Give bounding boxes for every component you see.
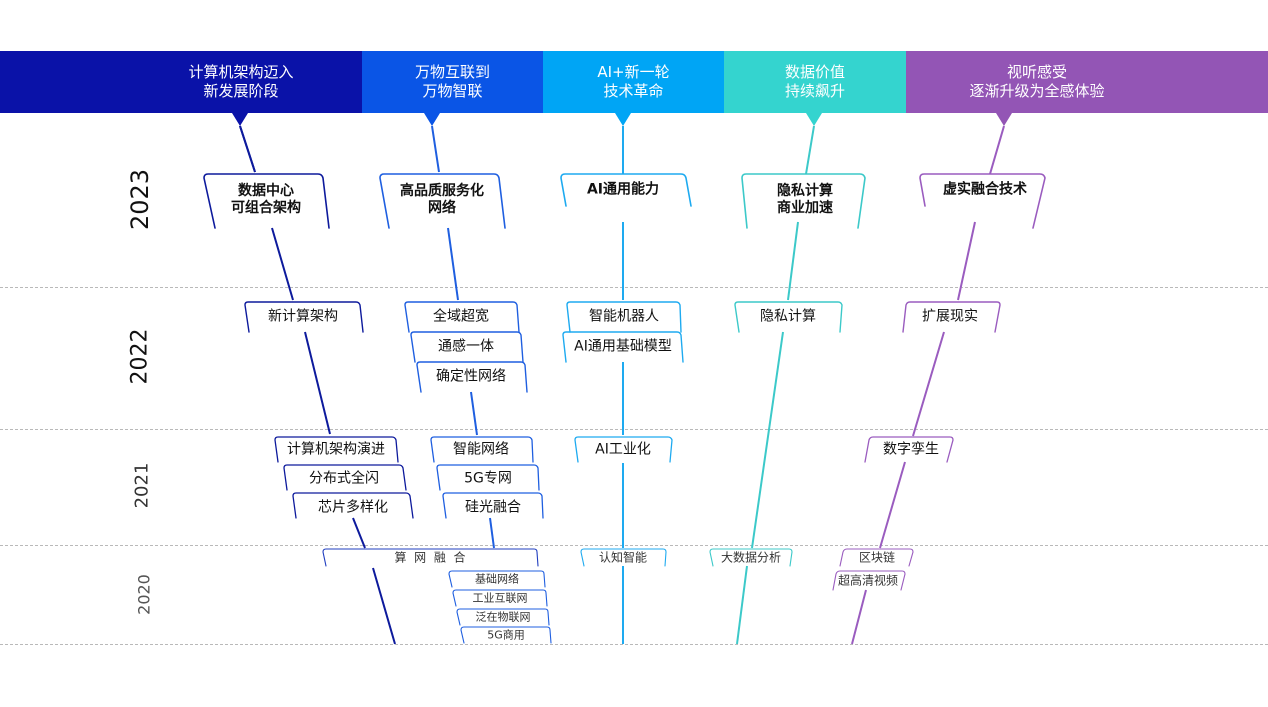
tag-2021-col-1-a: 计算机架构演进 (287, 441, 385, 458)
tag-2021-col-1-c: 芯片多样化 (318, 499, 388, 516)
header-pointer-col-5 (996, 113, 1012, 126)
tag-2023-col-5: 虚实融合技术 (943, 181, 1027, 198)
timeline-seg-col-4-a (805, 125, 815, 175)
tag-outline-2021-col-2-a (430, 436, 534, 463)
tag-outline-2021-col-1-c (292, 492, 414, 519)
timeline-seg-col-2-c (470, 391, 478, 436)
tag-outline-2023-col-4 (741, 173, 866, 229)
tag-outline-2022-col-3-b (562, 331, 684, 363)
timeline-seg-col-1-a (239, 125, 256, 173)
tag-outline-2020-col-5-a (839, 548, 914, 567)
row-separator-2021-2020 (0, 545, 1268, 546)
tag-outline-2022-col-4 (734, 301, 843, 333)
tag-outline-2021-col-3 (574, 436, 673, 463)
tag-outline-2020-col-2-c (456, 608, 550, 626)
tag-2021-col-5: 数字孪生 (883, 441, 939, 458)
tag-outline-2021-col-2-b (436, 464, 540, 491)
timeline-seg-col-2-d (489, 517, 495, 549)
timeline-seg-col-1-b (271, 227, 294, 301)
tag-2020-col-3: 认知智能 (598, 550, 648, 565)
tag-2020-col-2-d: 5G商用 (487, 628, 525, 642)
tag-2022-col-2-a: 全域超宽 (433, 308, 489, 325)
tag-outline-2022-col-2-c (416, 361, 528, 393)
timeline-seg-col-1-c (304, 331, 331, 435)
timeline-seg-col-1-d (352, 517, 366, 549)
tag-outline-2023-col-5 (919, 173, 1046, 229)
tag-2020-merged: 算 网 融 合 (394, 550, 466, 565)
tag-outline-2020-col-2-d (460, 626, 552, 644)
tag-2021-col-2-c: 硅光融合 (465, 499, 521, 516)
header-pointer-col-1 (232, 113, 248, 126)
tag-2022-col-5: 扩展现实 (922, 308, 978, 325)
tag-2020-col-2-b: 工业互联网 (472, 591, 528, 605)
tag-2022-col-1: 新计算架构 (268, 308, 338, 325)
tag-outline-2020-col-2-b (452, 589, 548, 607)
tag-2021-col-2-b: 5G专网 (464, 470, 512, 487)
tag-outline-2022-col-2-a (404, 301, 520, 333)
header-col-1-title: 计算机架构迈入 新发展阶段 (188, 63, 294, 100)
tag-outline-2020-col-3 (580, 548, 667, 567)
row-separator-2023-2022 (0, 287, 1268, 288)
tag-2021-col-2-a: 智能网络 (453, 441, 509, 458)
timeline-seg-col-5-c (912, 331, 945, 437)
timeline-seg-col-4-d (736, 565, 748, 645)
tag-outline-2022-col-5 (902, 301, 1001, 333)
header-pointer-col-2 (424, 113, 440, 126)
tag-outline-2022-col-2-b (410, 331, 524, 363)
tag-2021-col-3: AI工业化 (595, 441, 651, 458)
tag-outline-2020-col-4 (709, 548, 793, 567)
tag-2022-col-3-b: AI通用基础模型 (574, 338, 672, 355)
header-pointer-col-3 (615, 113, 631, 126)
tag-2022-col-2-b: 通感一体 (438, 338, 494, 355)
timeline-seg-col-4-b (787, 221, 799, 301)
header-col-3: AI+新一轮 技术革命 (543, 51, 724, 113)
header-col-4: 数据价值 持续飙升 (724, 51, 906, 113)
tag-2020-col-5-a: 区块链 (858, 550, 896, 565)
tag-outline-2022-col-1 (244, 301, 364, 333)
header-pointer-col-4 (806, 113, 822, 126)
header-col-5-title: 视听感受 逐渐升级为全感体验 (969, 63, 1105, 100)
timeline-seg-col-1-e (372, 567, 396, 645)
header-col-4-title: 数据价值 持续飙升 (784, 63, 845, 100)
timeline-seg-col-4-c (751, 331, 784, 549)
tag-2021-col-1-b: 分布式全闪 (309, 470, 379, 487)
tag-outline-2022-col-3-a (566, 301, 682, 333)
tag-2020-col-2-a: 基础网络 (475, 572, 519, 586)
tag-outline-2020-col-2-a (448, 570, 546, 588)
tag-2023-col-2: 高品质服务化 网络 (400, 183, 484, 216)
tag-2023-col-1: 数据中心 可组合架构 (231, 183, 301, 216)
tag-outline-2020-col-5-b (832, 570, 906, 591)
tag-outline-2023-col-1 (203, 173, 330, 229)
timeline-seg-col-2-b (447, 227, 459, 301)
tag-2020-col-4: 大数据分析 (720, 550, 782, 565)
tag-outline-2020-merged (322, 548, 539, 567)
timeline-seg-col-5-a (989, 125, 1005, 175)
timeline-seg-col-2-a (431, 125, 440, 173)
header-col-3-title: AI+新一轮 技术革命 (597, 63, 670, 100)
tag-outline-2021-col-1-a (274, 436, 399, 463)
tag-outline-2021-col-5 (864, 436, 954, 463)
tag-2022-col-3-a: 智能机器人 (589, 308, 659, 325)
tag-2023-col-3: AI通用能力 (586, 181, 660, 198)
tag-2020-col-2-c: 泛在物联网 (475, 610, 531, 624)
timeline-seg-col-5-d (879, 461, 906, 549)
tag-2022-col-2-c: 确定性网络 (436, 368, 506, 385)
row-separator-bottom (0, 644, 1268, 645)
header-col-1: 计算机架构迈入 新发展阶段 (0, 51, 362, 113)
tag-outline-2023-col-2 (379, 173, 506, 229)
tag-2022-col-4: 隐私计算 (760, 308, 816, 325)
header-col-5: 视听感受 逐渐升级为全感体验 (906, 51, 1268, 113)
tag-2023-col-4: 隐私计算 商业加速 (777, 183, 833, 216)
tag-2020-col-5-b: 超高清视频 (837, 573, 899, 588)
tag-outline-2023-col-3 (560, 173, 692, 207)
header-col-2-title: 万物互联到 万物智联 (414, 63, 490, 100)
timeline-seg-col-5-b (957, 221, 976, 301)
row-separator-2022-2021 (0, 429, 1268, 430)
tag-outline-2021-col-2-c (442, 492, 544, 519)
header-col-2: 万物互联到 万物智联 (362, 51, 543, 113)
tag-outline-2021-col-1-b (283, 464, 407, 491)
timeline-seg-col-5-e (851, 589, 867, 645)
